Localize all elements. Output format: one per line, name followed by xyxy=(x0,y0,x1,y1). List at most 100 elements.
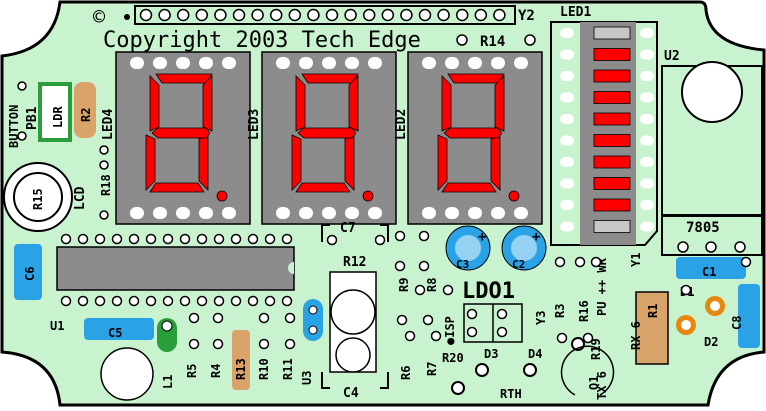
bargraph-segment xyxy=(593,177,631,190)
label-r20: R20 xyxy=(442,351,464,365)
y2-pad xyxy=(381,8,395,22)
d2-hole xyxy=(681,320,691,330)
bargraph-outline xyxy=(550,21,658,246)
label-u2: U2 xyxy=(664,49,680,64)
segment-b xyxy=(202,75,213,132)
y2-pad xyxy=(195,8,209,22)
digit-pin xyxy=(422,57,436,69)
q1-outline xyxy=(560,345,615,396)
bargraph-pin xyxy=(560,178,574,189)
c4-bracket-right xyxy=(380,372,389,389)
u1-pin xyxy=(230,295,242,307)
digit-pin xyxy=(468,57,482,69)
reg-pad-3 xyxy=(734,241,746,253)
pad xyxy=(212,312,224,324)
c2-inner xyxy=(511,235,537,261)
label-c6: C6 xyxy=(23,267,37,281)
ldr-body xyxy=(38,82,72,142)
u1-pin xyxy=(213,233,225,245)
bargraph-segment xyxy=(593,26,631,40)
pad xyxy=(188,338,200,350)
label-u3: U3 xyxy=(300,371,314,385)
label-r1: R1 xyxy=(646,304,660,318)
l1-pad xyxy=(161,320,173,332)
digit-led3 xyxy=(261,51,397,225)
r2-pad-a xyxy=(99,145,109,155)
segment-b xyxy=(348,75,359,132)
digit-pin xyxy=(130,207,144,219)
label-r3: R3 xyxy=(553,304,567,318)
pad xyxy=(418,260,430,272)
bargraph-pin xyxy=(560,114,574,124)
bargraph-pin xyxy=(640,200,654,210)
pb1-pad-a xyxy=(17,81,27,91)
digit-pin xyxy=(345,207,359,219)
label-r16: R16 xyxy=(577,300,591,322)
bargraph-segments xyxy=(560,26,654,233)
segment-f xyxy=(295,75,306,132)
bargraph-pin xyxy=(640,49,654,60)
c5-body xyxy=(84,318,154,340)
u1-pin xyxy=(77,295,89,307)
pad xyxy=(466,326,478,338)
label-y1: Y1 xyxy=(629,253,643,267)
label-pu-wr: PU ++ WR xyxy=(595,257,609,316)
y2-pad xyxy=(362,8,376,22)
pad xyxy=(394,230,406,242)
u1-pin xyxy=(60,295,72,307)
segment-c xyxy=(490,134,501,191)
label-rth: RTH xyxy=(500,387,522,401)
u1-pin xyxy=(145,295,157,307)
y2-pad xyxy=(176,8,190,22)
header-y2-outline xyxy=(134,5,516,25)
bargraph-pin xyxy=(560,92,574,103)
label-r19: R19 xyxy=(589,338,603,360)
d4-pad xyxy=(523,363,537,377)
seven-segment-displays xyxy=(115,51,543,225)
label-led4: LED4 xyxy=(101,109,116,140)
label-c8: C8 xyxy=(730,316,744,330)
pad xyxy=(284,312,296,324)
label-y2: Y2 xyxy=(518,8,535,24)
u1-pin xyxy=(281,295,293,307)
pad xyxy=(422,314,434,326)
y2-pad xyxy=(214,8,227,22)
digit-pin xyxy=(153,57,167,69)
segment-d xyxy=(149,182,205,193)
pad xyxy=(582,332,594,344)
y2-pad xyxy=(493,8,506,22)
r15-inner xyxy=(13,172,63,222)
u1-pin xyxy=(94,295,106,307)
bargraph-pin xyxy=(560,49,574,60)
digit-pin xyxy=(276,57,290,69)
pad xyxy=(414,284,426,296)
u1-pin xyxy=(196,295,208,307)
label-r12: R12 xyxy=(343,255,366,270)
bargraph-segment xyxy=(593,198,631,212)
y2-pad xyxy=(251,8,264,22)
segment-a xyxy=(301,73,359,84)
c2-plus: + xyxy=(532,229,540,245)
pad xyxy=(258,312,270,324)
y2-pad xyxy=(158,8,171,22)
u1-pin xyxy=(128,233,140,245)
pad xyxy=(466,308,478,320)
c7-pad-a xyxy=(326,234,338,246)
digit-pin xyxy=(299,207,313,219)
label-pb1: PB1 xyxy=(25,106,40,130)
y2-pad xyxy=(344,8,357,22)
segment-e xyxy=(145,134,156,191)
c7-pad-b xyxy=(374,234,386,246)
u1-pin xyxy=(94,233,106,245)
label-lcd: LCD xyxy=(73,186,88,210)
label-c4: C4 xyxy=(343,386,359,401)
c3-plus: + xyxy=(478,229,486,245)
label-y3: Y3 xyxy=(534,311,548,325)
bargraph-pin xyxy=(640,221,654,232)
reg-pad-1 xyxy=(677,241,689,253)
digit-pin xyxy=(468,207,482,219)
segment-c xyxy=(344,134,355,191)
label-isp: ●ISP xyxy=(443,316,457,345)
y2-pad xyxy=(437,8,450,22)
digit-pin xyxy=(322,207,336,219)
